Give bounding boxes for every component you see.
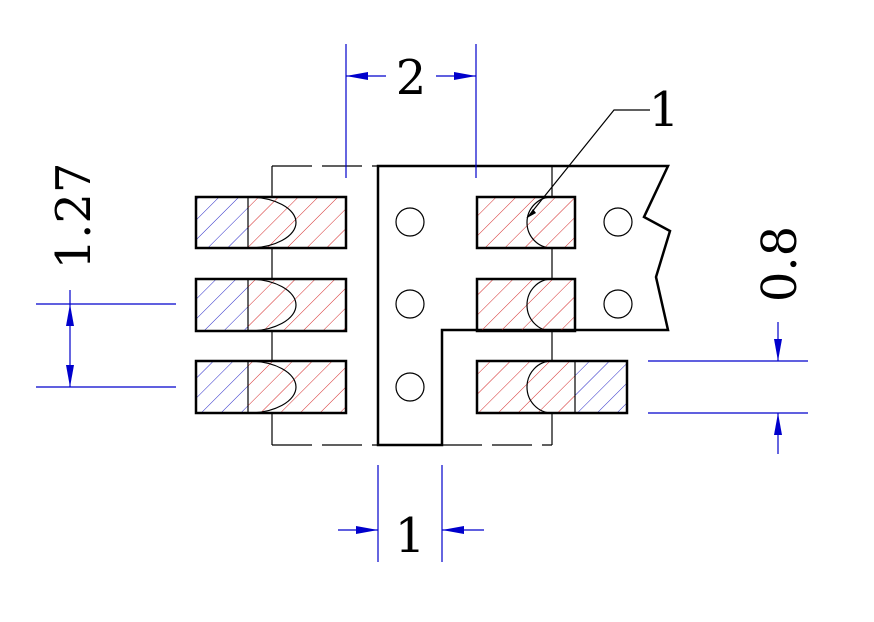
dimension-pitch-label: 2 bbox=[396, 50, 427, 106]
pad-right-1 bbox=[475, 195, 577, 250]
pad-left-1 bbox=[194, 195, 348, 250]
left-pads bbox=[194, 195, 348, 415]
callout-leader: 1 bbox=[526, 82, 680, 219]
pad-left-3 bbox=[194, 359, 348, 415]
pad-left-2 bbox=[194, 277, 348, 333]
pad-right-3 bbox=[475, 359, 629, 415]
l-shaped-body bbox=[376, 164, 672, 447]
dimension-row-pitch: 1.27 bbox=[36, 163, 176, 388]
dimension-slot-width: 1 bbox=[338, 465, 484, 564]
dimension-pad-height-label: 0.8 bbox=[752, 226, 808, 302]
callout-label: 1 bbox=[649, 82, 680, 138]
dimension-row-pitch-label: 1.27 bbox=[46, 163, 102, 270]
mounting-holes bbox=[395, 207, 633, 402]
dimension-pitch: 2 bbox=[345, 44, 477, 178]
dimension-pad-height: 0.8 bbox=[648, 226, 808, 454]
dashed-outline bbox=[271, 165, 553, 446]
dimension-slot-width-label: 1 bbox=[395, 508, 426, 564]
pad-right-2 bbox=[475, 277, 577, 333]
right-pads bbox=[475, 195, 629, 415]
